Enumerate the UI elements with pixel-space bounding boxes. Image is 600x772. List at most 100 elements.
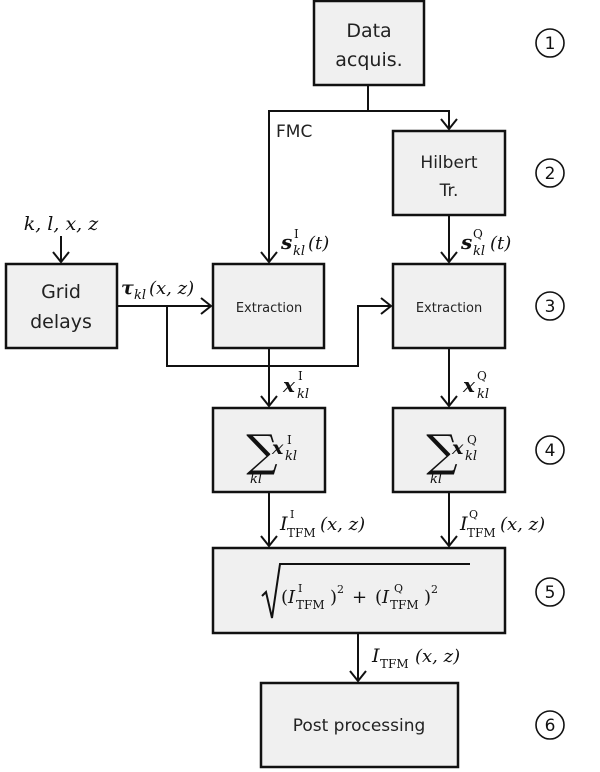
step-number: 3 <box>545 297 556 317</box>
data-acquis-line1: Data <box>346 20 391 42</box>
step-circle-icon <box>535 158 565 188</box>
sum-q-formula: ∑ kl x Q kl <box>426 426 477 487</box>
sqrt-icon <box>261 563 470 619</box>
arrowhead-tau-i <box>200 297 213 315</box>
s-i-sup: I <box>294 227 299 241</box>
mag-plus: + <box>352 587 367 608</box>
sigma-icon: ∑ <box>426 426 457 477</box>
itfm-q-label: I Q TFM (x, z) <box>459 508 545 540</box>
itfm-q-sup: Q <box>469 508 478 521</box>
itfm-main: I <box>371 645 380 667</box>
x-q-sub: kl <box>477 387 489 402</box>
step-circle-icon <box>535 710 565 740</box>
grid-delays-line2: delays <box>30 311 92 333</box>
step-marker-5: 5 <box>535 577 565 607</box>
itfm-q-sub: TFM <box>467 526 496 540</box>
itfm-i-sub: TFM <box>287 526 316 540</box>
itfm-i-sup: I <box>290 508 294 521</box>
itfm-q-args: (x, z) <box>500 514 545 535</box>
sum-q-term: x <box>451 437 464 459</box>
x-i-sub: kl <box>297 387 309 402</box>
s-i-sub: kl <box>293 244 305 259</box>
s-i-args: (t) <box>308 233 329 254</box>
step-marker-6: 6 <box>535 710 565 740</box>
mag-i2: I <box>381 587 390 608</box>
x-i-main: x <box>282 373 296 397</box>
mag-close2: ) <box>424 587 431 608</box>
mag-pow1: 2 <box>337 583 344 596</box>
itfm-i-label: I I TFM (x, z) <box>279 508 365 540</box>
inputs-label: k, l, x, z <box>24 213 100 235</box>
mag-i1: I <box>287 587 296 608</box>
mag-sup1: I <box>298 582 302 595</box>
s-i-main: s <box>280 230 292 254</box>
extraction-i-box <box>211 262 326 350</box>
fmc-label: FMC <box>276 122 312 142</box>
step-marker-2: 2 <box>535 158 565 188</box>
step-marker-3: 3 <box>535 291 565 321</box>
x-i-label: x I kl <box>282 369 309 402</box>
sum-q-index: kl <box>430 472 442 487</box>
extraction-q-box <box>391 262 507 350</box>
connector-tau-branch <box>166 305 391 367</box>
s-q-args: (t) <box>490 233 511 254</box>
itfm-q-main: I <box>459 513 468 535</box>
data-acquis-line2: acquis. <box>335 49 402 71</box>
s-q-label: s Q kl (t) <box>460 227 511 259</box>
step-number: 6 <box>545 716 556 736</box>
arrowhead-extraction-q <box>440 251 458 264</box>
itfm-sub: TFM <box>380 657 409 671</box>
x-q-sup: Q <box>477 369 487 383</box>
sum-q-sub: kl <box>465 449 477 464</box>
arrowhead-tau-q <box>380 297 393 315</box>
x-q-label: x Q kl <box>462 369 489 402</box>
magnitude-formula: ( I I TFM ) 2 + ( I Q TFM ) 2 <box>261 563 470 619</box>
s-i-label: s I kl (t) <box>280 227 329 259</box>
x-q-main: x <box>462 373 476 397</box>
sum-q-sup: Q <box>467 433 477 447</box>
arrowhead-post <box>349 670 367 683</box>
mag-pow2: 2 <box>431 583 438 596</box>
itfm-label: I TFM (x, z) <box>371 645 460 671</box>
mag-open1: ( <box>281 587 288 608</box>
hilbert-transform-box <box>391 129 507 217</box>
sum-i-sub: kl <box>285 449 297 464</box>
mag-close1: ) <box>330 587 337 608</box>
extraction-i-label: Extraction <box>236 301 302 316</box>
tau-sub: kl <box>134 288 146 303</box>
sum-i-index: kl <box>250 472 262 487</box>
sum-q-box <box>391 406 507 494</box>
tau-label: τ kl (x, z) <box>121 277 194 303</box>
grid-delays-box <box>4 262 119 350</box>
step-marker-4: 4 <box>535 435 565 465</box>
mag-sub1: TFM <box>296 598 325 612</box>
hilbert-line1: Hilbert <box>420 153 477 173</box>
arrowhead-extraction-i <box>260 251 278 264</box>
itfm-i-main: I <box>279 513 288 535</box>
step-circle-icon <box>535 577 565 607</box>
s-q-sup: Q <box>473 227 483 241</box>
step-circle-icon <box>535 435 565 465</box>
post-processing-label: Post processing <box>293 716 426 736</box>
x-i-sup: I <box>298 369 303 383</box>
arrowhead-sum-i <box>260 395 278 408</box>
tau-args: (x, z) <box>149 278 194 299</box>
sigma-icon: ∑ <box>246 426 277 477</box>
sum-i-formula: ∑ kl x I kl <box>246 426 297 487</box>
step-marker-1: 1 <box>535 28 565 58</box>
connector-fmc-split <box>268 110 450 262</box>
arrowhead-mag-i <box>260 535 278 548</box>
grid-delays-line1: Grid <box>41 281 81 303</box>
s-q-main: s <box>460 230 472 254</box>
arrowhead-mag-q <box>440 535 458 548</box>
step-number: 2 <box>545 164 556 184</box>
itfm-i-args: (x, z) <box>320 514 365 535</box>
extraction-q-label: Extraction <box>416 301 482 316</box>
mag-sup2: Q <box>394 582 403 595</box>
step-number: 4 <box>545 441 556 461</box>
arrowhead-hilbert <box>440 118 458 131</box>
hilbert-line2: Tr. <box>439 181 459 201</box>
step-number: 1 <box>545 34 556 54</box>
step-circle-icon <box>535 291 565 321</box>
